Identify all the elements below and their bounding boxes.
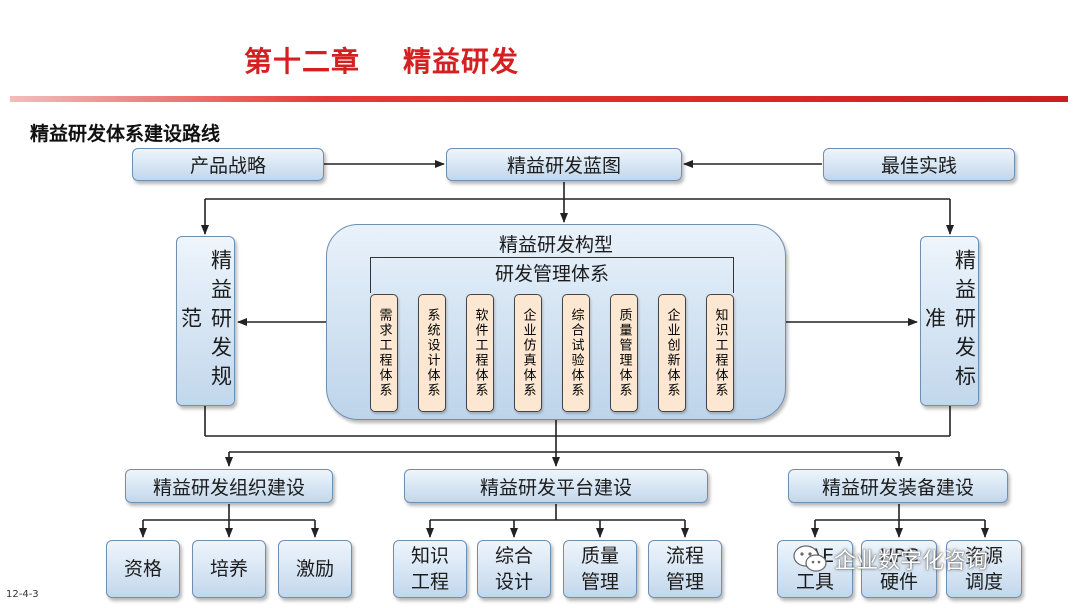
leaf-knowledge-engineering: 知识 工程 <box>393 540 467 598</box>
system-knowledge: 知识工程体系 <box>706 294 734 412</box>
system-design: 系统设计体系 <box>418 294 446 412</box>
leaf-training: 培养 <box>192 540 266 598</box>
org-building-box: 精益研发组织建设 <box>125 469 333 503</box>
platform-building-box: 精益研发平台建设 <box>404 469 708 503</box>
leaf-incentive: 激励 <box>278 540 352 598</box>
header-divider <box>10 96 1068 102</box>
system-quality: 质量管理体系 <box>610 294 638 412</box>
system-testing: 综合试验体系 <box>562 294 590 412</box>
product-strategy-box: 产品战略 <box>132 148 324 181</box>
system-software: 软件工程体系 <box>466 294 494 412</box>
chapter-heading: 第十二章 精益研发 <box>244 40 519 80</box>
best-practice-box: 最佳实践 <box>823 148 1015 181</box>
leaf-hpc-hardware: HPC 硬件 <box>861 540 937 598</box>
leaf-process-management: 流程 管理 <box>648 540 722 598</box>
leaf-qualification: 资格 <box>106 540 180 598</box>
equipment-building-box: 精益研发装备建设 <box>788 469 1008 503</box>
standard-box: 精益研发标准 <box>920 236 979 406</box>
system-frame <box>370 257 734 293</box>
wechat-icon <box>793 545 827 572</box>
leaf-resource-scheduling: 资源 调度 <box>946 540 1022 598</box>
watermark: 企业数字化咨询 <box>792 540 988 578</box>
watermark-text: 企业数字化咨询 <box>834 549 989 574</box>
leaf-integrated-design: 综合 设计 <box>477 540 551 598</box>
core-title: 精益研发构型 <box>498 234 613 256</box>
chapter-title: 精益研发 <box>403 45 520 78</box>
system-title: 研发管理体系 <box>494 263 609 285</box>
system-requirements: 需求工程体系 <box>370 294 398 412</box>
blueprint-box: 精益研发蓝图 <box>446 148 682 181</box>
system-innovation: 企业创新体系 <box>658 294 686 412</box>
system-simulation: 企业仿真体系 <box>514 294 542 412</box>
slide-code: 12-4-3 <box>6 589 39 600</box>
diagram-subtitle: 精益研发体系建设路线 <box>30 123 221 145</box>
spec-box: 精益研发规范 <box>176 236 235 406</box>
chapter-number: 第十二章 <box>244 45 361 78</box>
leaf-quality-management: 质量 管理 <box>563 540 637 598</box>
